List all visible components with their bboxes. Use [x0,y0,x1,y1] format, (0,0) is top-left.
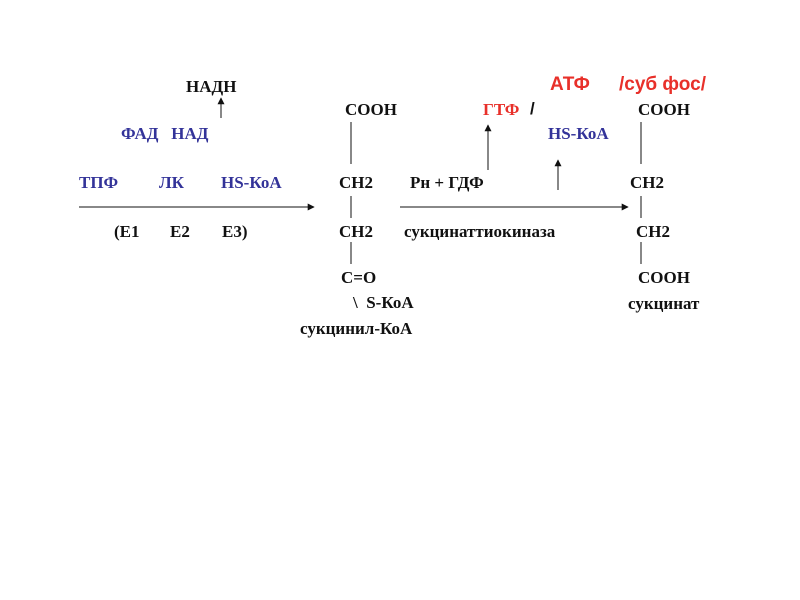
succinate-name: сукцинат [628,294,700,313]
atf-label: АТФ [550,74,590,95]
succinate-ch2-b: СН2 [636,222,670,241]
succinate-ch2-a: СН2 [630,173,664,192]
succinyl-coa-name: сукцинил-КоА [300,319,413,338]
succinyl-cooh: СООН [345,100,397,119]
fad-nad-label: ФАД НАД [121,124,209,143]
tpf-label: ТПФ [79,173,119,192]
pn-gdf-label: Рн + ГДФ [410,173,484,192]
succinyl-ch2-a: СН2 [339,173,373,192]
succinyl-skoa: \ S-КоА [353,293,414,312]
enzyme-e2-label: Е2 [170,222,190,241]
enzyme-e1-label: (Е1 [114,222,140,241]
hskoa-label: HS-КоА [221,173,282,192]
gtf-label: ГТФ [483,100,520,119]
substrate-phosphorylation-label: /суб фос/ [619,74,707,95]
succinyl-co: С=О [341,268,377,287]
nadh-label: НАДН [186,77,237,96]
gtf-slash: / [530,99,535,118]
enzyme-e3-label: Е3) [222,222,248,241]
succinate-cooh-top: СООН [638,100,690,119]
hskoa-released-label: HS-КоА [548,124,609,143]
lk-label: ЛК [159,173,184,192]
succinate-thiokinase-label: сукцинаттиокиназа [404,222,556,241]
succinyl-ch2-b: СН2 [339,222,373,241]
succinate-cooh-bottom: СООН [638,268,690,287]
